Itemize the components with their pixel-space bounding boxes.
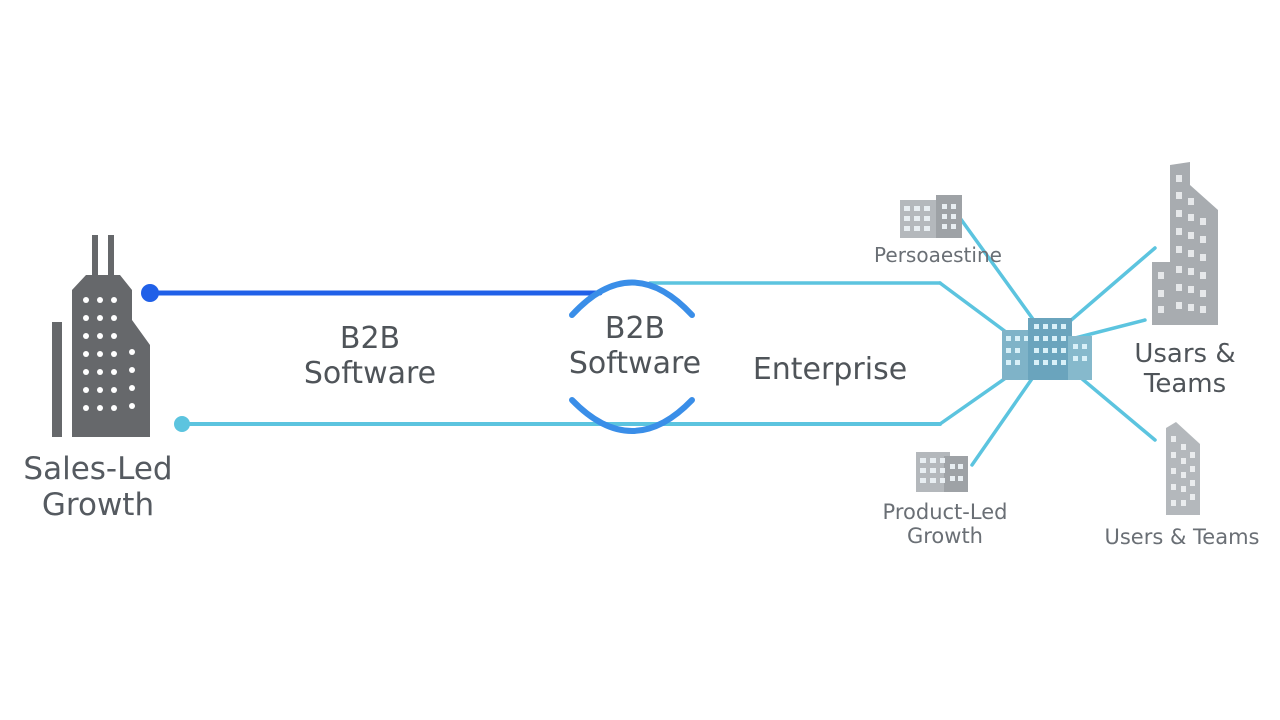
- b2b-software-left-label: B2B Software: [303, 321, 437, 391]
- bottom-merge-line: [938, 373, 1012, 426]
- tower-icon: [1152, 162, 1218, 325]
- users-teams-upper-label: Usars & Teams: [1134, 339, 1236, 399]
- tower-icon: [1166, 422, 1200, 515]
- office-building-icon: [916, 452, 968, 492]
- center-arc-bottom: [569, 397, 695, 434]
- b2b-software-center-label: B2B Software: [568, 311, 702, 381]
- enterprise-label: Enterprise: [752, 352, 908, 387]
- sales-led-label: Sales-Led Growth: [23, 451, 173, 523]
- center-arc-top: [569, 279, 695, 318]
- office-cluster-icon: [1002, 318, 1092, 380]
- product-led-label: Product-Led Growth: [882, 500, 1008, 549]
- office-building-icon: [900, 195, 962, 238]
- users-teams-lower-label: Users & Teams: [1104, 525, 1260, 549]
- persona-label: Persoaestine: [874, 243, 1002, 267]
- top-merge-line: [938, 281, 1012, 337]
- top-connector-dot: [141, 284, 159, 302]
- skyscraper-icon: [52, 235, 150, 437]
- bottom-connector-dot: [174, 416, 190, 432]
